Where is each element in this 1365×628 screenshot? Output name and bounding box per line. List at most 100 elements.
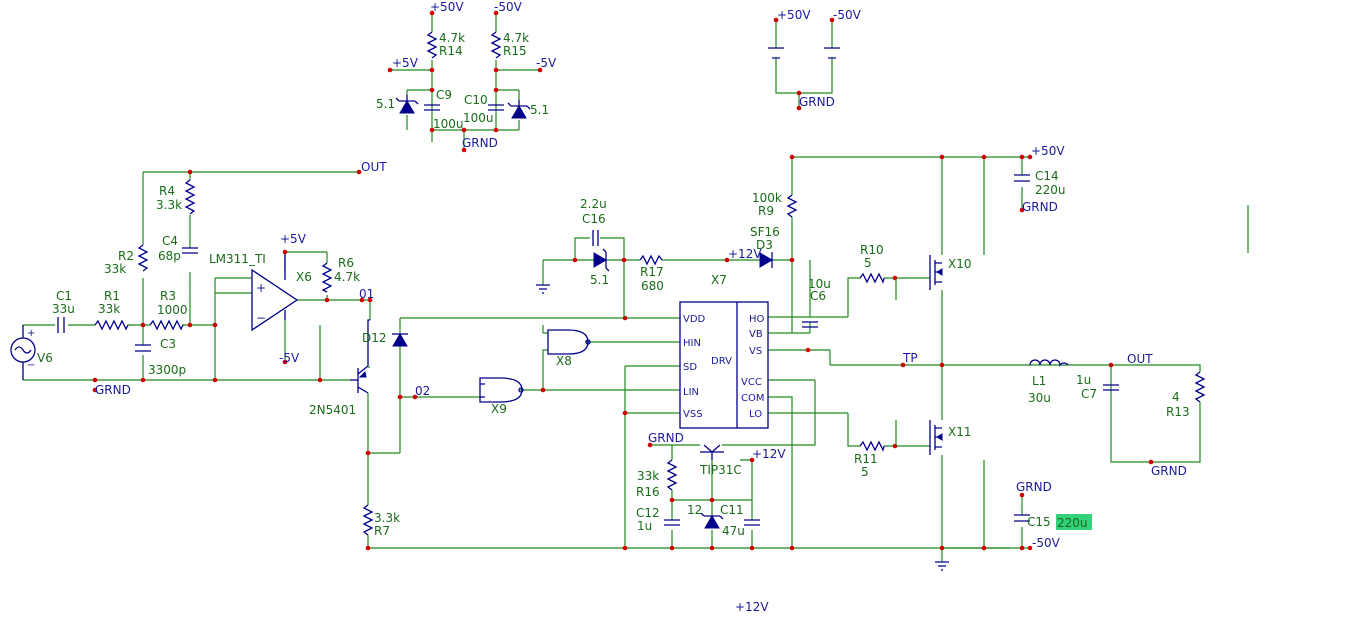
pin-lo: LO <box>749 409 762 420</box>
r9-ref: R9 <box>758 204 774 218</box>
r11-value: 5 <box>861 465 869 479</box>
label-m5: -5V <box>536 56 557 70</box>
l1-value: 30u <box>1028 391 1051 405</box>
c16-value: 2.2u <box>580 197 607 211</box>
logic-gate-section: D12 2N5401 02 X9 X8 3.3k R7 <box>309 297 1010 551</box>
r4-ref: R4 <box>159 184 175 198</box>
r2-value: 33k <box>104 262 126 276</box>
pin-vcc: VCC <box>741 377 762 388</box>
c7-value: 1u <box>1076 373 1091 387</box>
label-out: OUT <box>361 160 387 174</box>
l1-ref: L1 <box>1032 374 1046 388</box>
label-p12: +12V <box>752 447 786 461</box>
c16-ref: C16 <box>582 212 606 226</box>
label-grnd: GRND <box>462 136 498 150</box>
c7-ref: C7 <box>1081 387 1097 401</box>
label-p5: +5V <box>280 232 307 246</box>
r10-ref: R10 <box>860 243 884 257</box>
x10-ref: X10 <box>948 257 972 271</box>
c3-value: 3300p <box>148 363 186 377</box>
pin-com: COM <box>741 393 764 404</box>
r11-ref: R11 <box>854 452 878 466</box>
r7-ref: R7 <box>374 524 390 538</box>
c4-ref: C4 <box>162 234 178 248</box>
r6-ref: R6 <box>338 256 354 270</box>
output-stage-section: X10 X11 +50V C14 220u GRND TP L1 30u 1u … <box>735 144 1249 614</box>
lm311-label: LM311_TI <box>209 252 266 266</box>
x9-ref: X9 <box>491 402 507 416</box>
pin-vs: VS <box>749 346 762 357</box>
label-grnd: GRND <box>1151 464 1187 478</box>
c15-value: 220u <box>1057 516 1088 530</box>
d3-ref: D3 <box>756 238 773 252</box>
label-p12: +12V <box>728 247 762 261</box>
svg-text:+: + <box>256 281 266 295</box>
c4-value: 68p <box>158 249 181 263</box>
svg-text:−: − <box>256 311 266 325</box>
label-p50: +50V <box>1031 144 1065 158</box>
r13-ref: R13 <box>1166 405 1190 419</box>
node-02: 02 <box>415 384 430 398</box>
c9-value: 100u <box>433 117 464 131</box>
gate-driver-section: 2.2u C16 5.1 R17 680 X7 +12V SF16 D3 100… <box>536 154 1030 551</box>
r15-value: 4.7k <box>503 31 529 45</box>
pin-lin: LIN <box>683 387 699 398</box>
pin-hin: HIN <box>683 338 701 349</box>
c6-ref: C6 <box>810 289 826 303</box>
label-grnd: GRND <box>1016 480 1052 494</box>
c14-ref: C14 <box>1035 169 1059 183</box>
pin-sd: SD <box>683 362 697 373</box>
q-2n5401: 2N5401 <box>309 403 356 417</box>
r3-ref: R3 <box>160 289 176 303</box>
r17-value: 680 <box>641 279 664 293</box>
r9-value: 100k <box>752 191 782 205</box>
label-m5: -5V <box>279 351 300 365</box>
r16-value: 33k <box>637 469 659 483</box>
c12-ref: C12 <box>636 506 660 520</box>
c3-ref: C3 <box>160 337 176 351</box>
label-grnd: GRND <box>799 95 835 109</box>
r17-ref: R17 <box>640 265 664 279</box>
node-tp: TP <box>902 351 918 365</box>
label-m50: -50V <box>1032 536 1061 550</box>
c6-value: 10u <box>808 277 831 291</box>
r3-value: 1000 <box>157 303 188 317</box>
x8-ref: X8 <box>556 354 572 368</box>
label-m50: -50V <box>833 8 862 22</box>
c9-ref: C9 <box>436 88 452 102</box>
c15-ref: C15 <box>1027 515 1051 529</box>
c1-ref: C1 <box>56 289 72 303</box>
c14-value: 220u <box>1035 183 1066 197</box>
r1-ref: R1 <box>104 289 120 303</box>
pin-ho: HO <box>749 314 765 325</box>
zener-12: 12 <box>687 503 702 517</box>
v6-ref: V6 <box>37 351 53 365</box>
node-01: 01 <box>359 287 374 301</box>
drv-label: DRV <box>711 356 732 367</box>
r13-value: 4 <box>1172 390 1180 404</box>
svg-text:+: + <box>27 328 35 339</box>
zener-right-value: 5.1 <box>530 103 549 117</box>
pin-vb: VB <box>749 329 763 340</box>
x11-ref: X11 <box>948 425 972 439</box>
c10-ref: C10 <box>464 93 488 107</box>
zener-value: 5.1 <box>590 273 609 287</box>
d12-ref: D12 <box>362 331 387 345</box>
c11-ref: C11 <box>720 503 744 517</box>
r1-value: 33k <box>98 302 120 316</box>
r4-value: 3.3k <box>156 198 182 212</box>
r15-ref: R15 <box>503 44 527 58</box>
r14-ref: R14 <box>439 44 463 58</box>
c1-value: 33u <box>52 302 75 316</box>
x7-ref: X7 <box>711 273 727 287</box>
zener-supply-section: +50V -50V 4.7k R14 4.7k R15 +5V -5V C9 1… <box>376 0 557 153</box>
label-p5: +5V <box>392 56 419 70</box>
c12-value: 1u <box>637 519 652 533</box>
label-grnd: GRND <box>648 431 684 445</box>
c11-value: 47u <box>722 524 745 538</box>
pin-vss: VSS <box>683 409 703 420</box>
r10-value: 5 <box>864 256 872 270</box>
label-grnd: GRND <box>1022 200 1058 214</box>
r2-ref: R2 <box>118 249 134 263</box>
